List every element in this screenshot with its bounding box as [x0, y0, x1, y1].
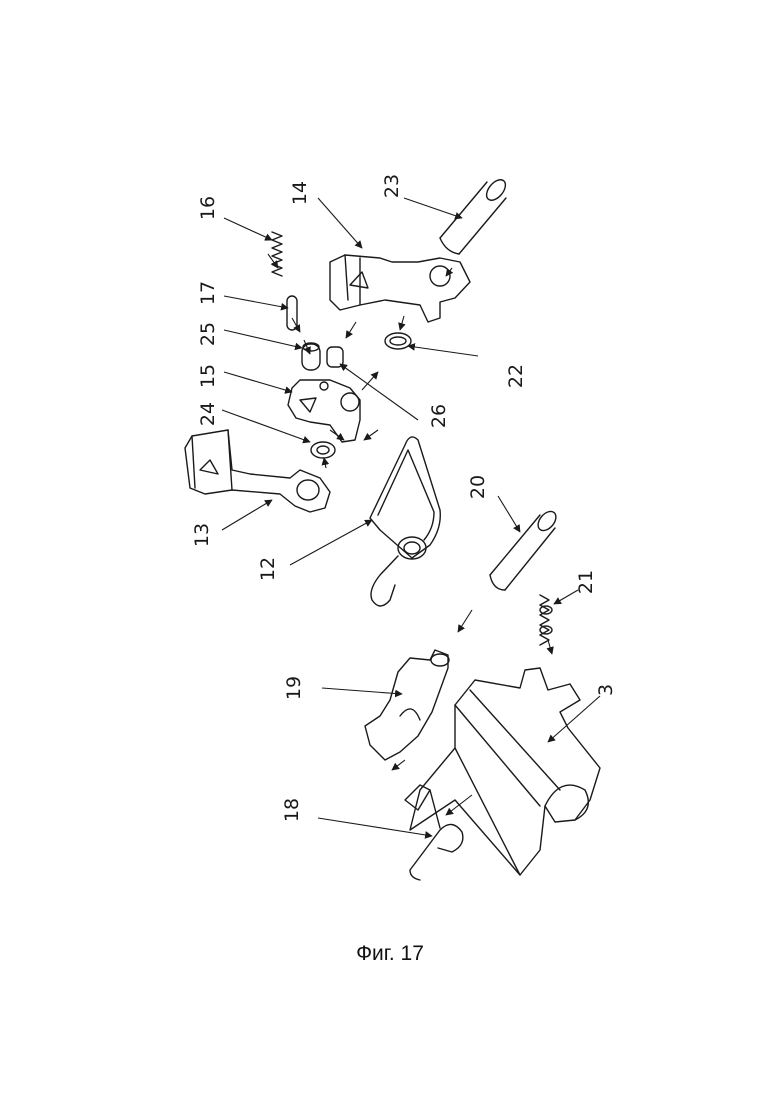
part-12-spring	[370, 437, 440, 606]
part-15-pawl	[288, 380, 360, 442]
part-21-spring	[540, 595, 552, 645]
ref-3: 3	[595, 684, 617, 696]
ref-12: 12	[257, 557, 279, 581]
ref-17: 17	[197, 281, 219, 305]
part-22-ring	[385, 333, 411, 349]
ref-22: 22	[505, 364, 527, 388]
reference-numerals: 16 17 25 15 24 13 12 14 23 22 26 20 21 1…	[191, 174, 617, 822]
part-3-base	[410, 668, 600, 875]
part-24-pin	[440, 176, 509, 254]
ref-15: 15	[197, 364, 219, 388]
part-23-washer	[311, 442, 335, 458]
ref-19: 19	[283, 676, 305, 700]
ref-16: 16	[197, 196, 219, 220]
ref-21: 21	[575, 570, 597, 594]
part-25-bushing	[302, 343, 320, 370]
ref-18: 18	[281, 798, 303, 822]
ref-26: 26	[428, 404, 450, 428]
part-13-lever	[185, 430, 330, 512]
ref-13: 13	[191, 523, 213, 547]
ref-14: 14	[289, 181, 311, 205]
ref-25: 25	[197, 322, 219, 346]
ref-24: 23	[381, 174, 403, 198]
figure-caption: Фиг. 17	[0, 942, 780, 966]
ref-23: 24	[197, 402, 219, 426]
ref-20: 20	[467, 475, 489, 499]
part-20-pin	[490, 508, 559, 590]
part-18-spring	[405, 785, 463, 880]
part-19-latch	[365, 650, 449, 760]
part-14-block	[330, 255, 470, 322]
part-16-spring	[272, 232, 282, 276]
leader-lines	[222, 198, 600, 836]
